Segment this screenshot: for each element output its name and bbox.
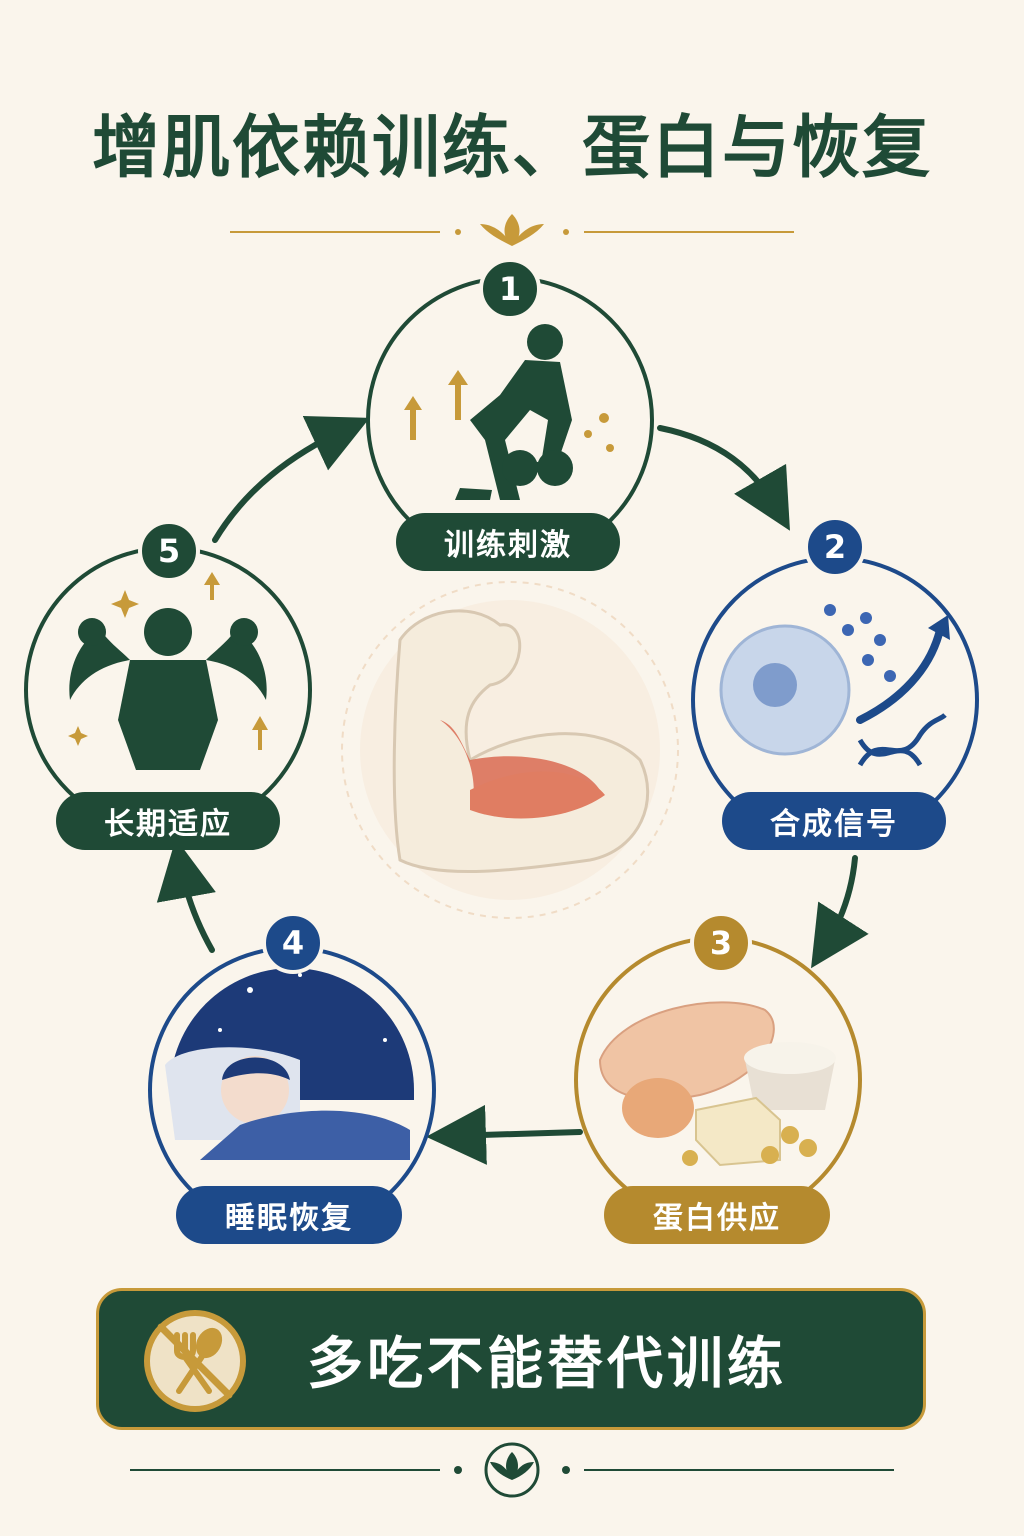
page-title: 增肌依赖训练、蛋白与恢复	[91, 108, 932, 188]
step-2-number: 2	[804, 516, 866, 578]
step-2-label: 合成信号	[722, 792, 946, 850]
step-3-label: 蛋白供应	[604, 1186, 830, 1244]
step-5-illustration	[24, 546, 312, 834]
step-1-illustration	[366, 276, 654, 564]
up-arrows-icon	[404, 370, 614, 452]
key-message-banner: 多吃不能替代训练	[96, 1288, 926, 1430]
amino-acid-chain-icon	[824, 604, 896, 682]
sleeping-person-icon	[165, 1047, 410, 1160]
flexing-bodybuilder-icon	[69, 608, 267, 770]
footer-ornament	[130, 1442, 894, 1498]
banner-text: 多吃不能替代训练	[307, 1331, 787, 1397]
step-1-label: 训练刺激	[396, 513, 620, 571]
leaf-logo-icon	[490, 1452, 534, 1480]
cell-icon	[719, 624, 851, 756]
protein-foods-icon	[598, 1001, 836, 1167]
cycle-arrows	[156, 416, 869, 1165]
step-3-number: 3	[690, 912, 752, 974]
rising-arrow-icon	[856, 626, 944, 724]
step-4-illustration	[148, 946, 436, 1234]
title-divider	[230, 214, 794, 246]
step-4-label: 睡眠恢复	[176, 1186, 402, 1244]
step-1-number: 1	[479, 258, 541, 320]
muscle-growth-cycle-diagram	[24, 276, 979, 1234]
step-5-number: 5	[138, 520, 200, 582]
dna-icon	[857, 713, 947, 767]
weightlifter-icon	[455, 324, 573, 500]
leaf-ornament-icon	[480, 214, 544, 246]
step-5-label: 长期适应	[56, 792, 280, 850]
step-2-illustration	[691, 556, 979, 844]
center-bicep-illustration	[341, 581, 679, 919]
step-3-illustration	[574, 936, 862, 1224]
step-4-number: 4	[262, 912, 324, 974]
sparkle-icon	[68, 572, 268, 750]
no-fork-spoon-icon	[144, 1310, 246, 1412]
